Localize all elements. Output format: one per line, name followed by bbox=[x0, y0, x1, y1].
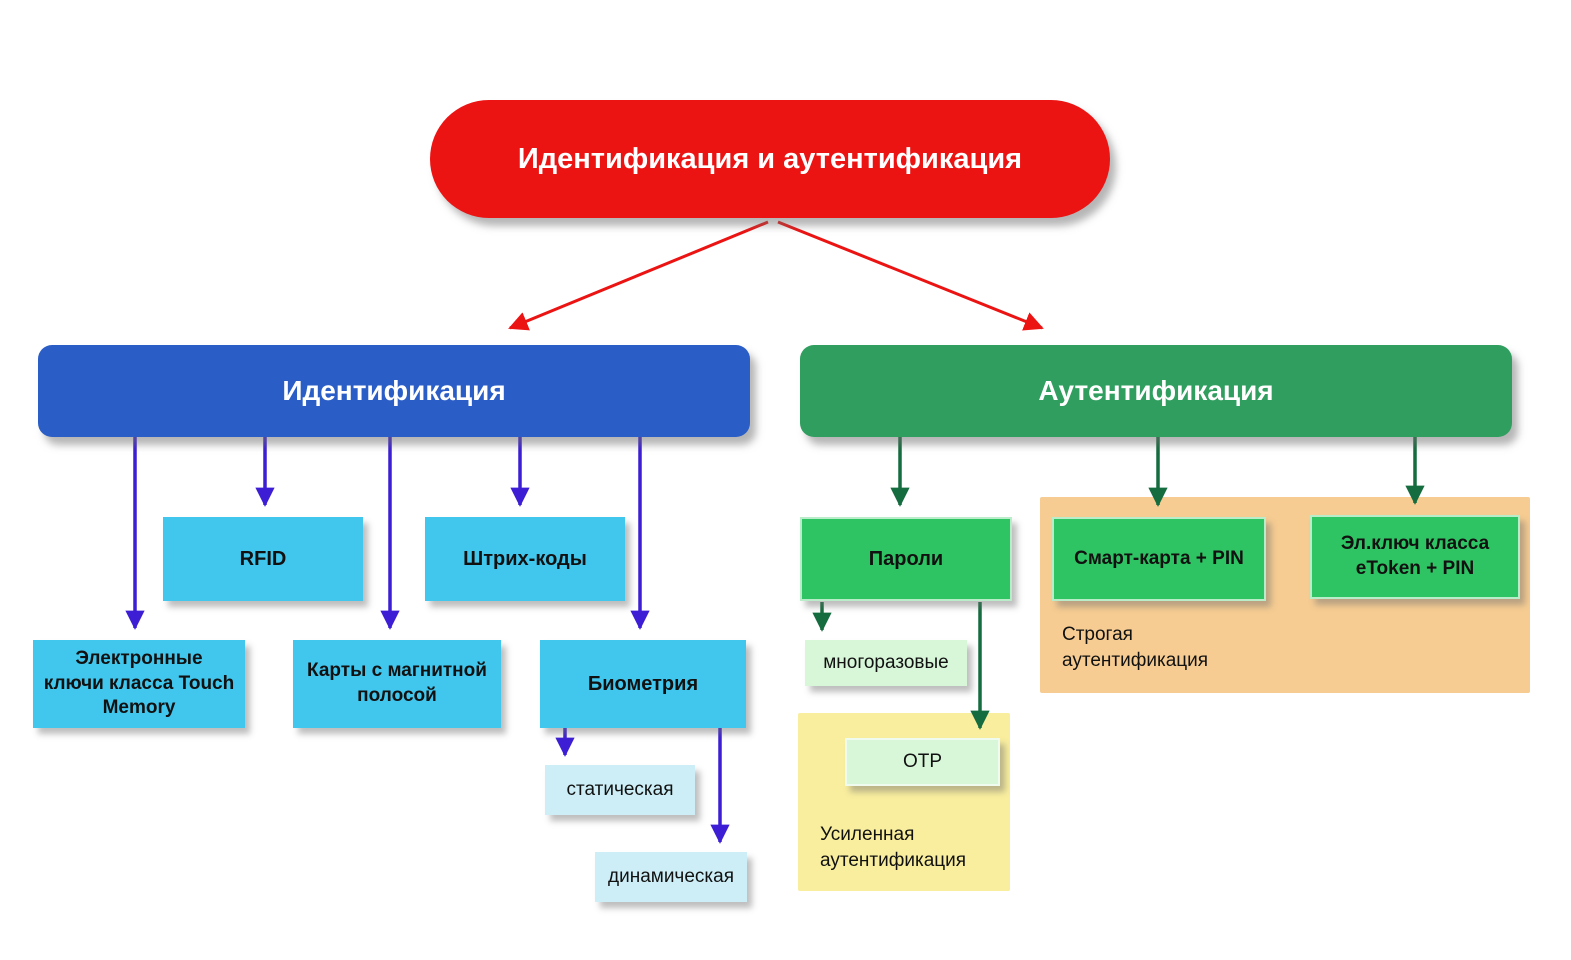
node-identification: Идентификация bbox=[38, 345, 750, 437]
label-enhanced-auth: Усиленная аутентификация bbox=[820, 824, 967, 871]
node-reusable: многоразовые bbox=[805, 640, 967, 686]
node-dynamic: динамическая bbox=[595, 852, 747, 902]
node-barcodes: Штрих-коды bbox=[425, 517, 625, 601]
node-magnetic-cards: Карты с магнитной полосой bbox=[293, 640, 501, 728]
node-smart-card: Смарт-карта + PIN bbox=[1052, 517, 1266, 601]
node-rfid: RFID bbox=[163, 517, 363, 601]
node-otp: OTP bbox=[845, 738, 1000, 786]
node-passwords: Пароли bbox=[800, 517, 1012, 601]
arrow-root-to-authentication bbox=[777, 220, 1044, 331]
node-static: статическая bbox=[545, 765, 695, 815]
arrow-root-to-identification bbox=[508, 220, 769, 331]
node-biometrics: Биометрия bbox=[540, 640, 746, 728]
node-touch-memory: Электронные ключи класса Touch Memory bbox=[33, 640, 245, 728]
node-authentication: Аутентификация bbox=[800, 345, 1512, 437]
node-root: Идентификация и аутентификация bbox=[430, 100, 1110, 218]
node-etoken: Эл.ключ класса eToken + PIN bbox=[1310, 515, 1520, 599]
label-strong-auth: Строгая аутентификация bbox=[1062, 624, 1209, 671]
